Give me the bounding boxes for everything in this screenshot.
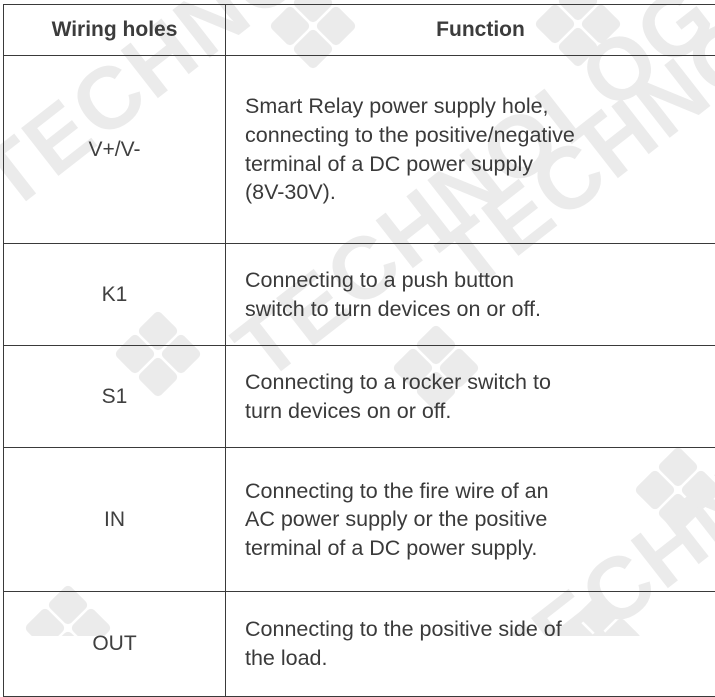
table-row: IN Connecting to the fire wire of an AC … xyxy=(4,448,715,592)
function-line: Connecting to the positive side of xyxy=(245,615,715,644)
function-description: Connecting to the positive side of the l… xyxy=(226,592,715,697)
wiring-hole-label: K1 xyxy=(4,244,226,346)
table-row: S1 Connecting to a rocker switch to turn… xyxy=(4,346,715,448)
wiring-hole-label: OUT xyxy=(4,592,226,697)
wiring-hole-label: IN xyxy=(4,448,226,592)
function-line: switch to turn devices on or off. xyxy=(245,295,715,324)
function-line: Connecting to the fire wire of an xyxy=(245,477,715,506)
wiring-hole-label: V+/V- xyxy=(4,56,226,244)
function-description: Connecting to a push button switch to tu… xyxy=(226,244,715,346)
table-body: V+/V- Smart Relay power supply hole, con… xyxy=(4,56,715,697)
function-line: Connecting to a rocker switch to xyxy=(245,368,715,397)
table-header-row: Wiring holes Function xyxy=(4,5,715,56)
table-header: Wiring holes Function xyxy=(4,5,715,56)
function-line: (8V-30V). xyxy=(245,178,715,207)
wiring-hole-label: S1 xyxy=(4,346,226,448)
function-description: Connecting to a rocker switch to turn de… xyxy=(226,346,715,448)
function-line: connecting to the positive/negative xyxy=(245,121,715,150)
table-row: OUT Connecting to the positive side of t… xyxy=(4,592,715,697)
function-line: terminal of a DC power supply xyxy=(245,150,715,179)
column-header-function: Function xyxy=(226,5,715,56)
wiring-holes-table-container: Wiring holes Function V+/V- Smart Relay … xyxy=(3,4,711,697)
column-header-wiring-holes: Wiring holes xyxy=(4,5,226,56)
function-line: terminal of a DC power supply. xyxy=(245,534,715,563)
function-line: the load. xyxy=(245,644,715,673)
wiring-holes-function-table: Wiring holes Function V+/V- Smart Relay … xyxy=(3,4,715,697)
function-line: Connecting to a push button xyxy=(245,266,715,295)
function-description: Smart Relay power supply hole, connectin… xyxy=(226,56,715,244)
function-line: Smart Relay power supply hole, xyxy=(245,92,715,121)
function-description: Connecting to the fire wire of an AC pow… xyxy=(226,448,715,592)
table-row: K1 Connecting to a push button switch to… xyxy=(4,244,715,346)
function-line: AC power supply or the positive xyxy=(245,505,715,534)
table-row: V+/V- Smart Relay power supply hole, con… xyxy=(4,56,715,244)
function-line: turn devices on or off. xyxy=(245,397,715,426)
